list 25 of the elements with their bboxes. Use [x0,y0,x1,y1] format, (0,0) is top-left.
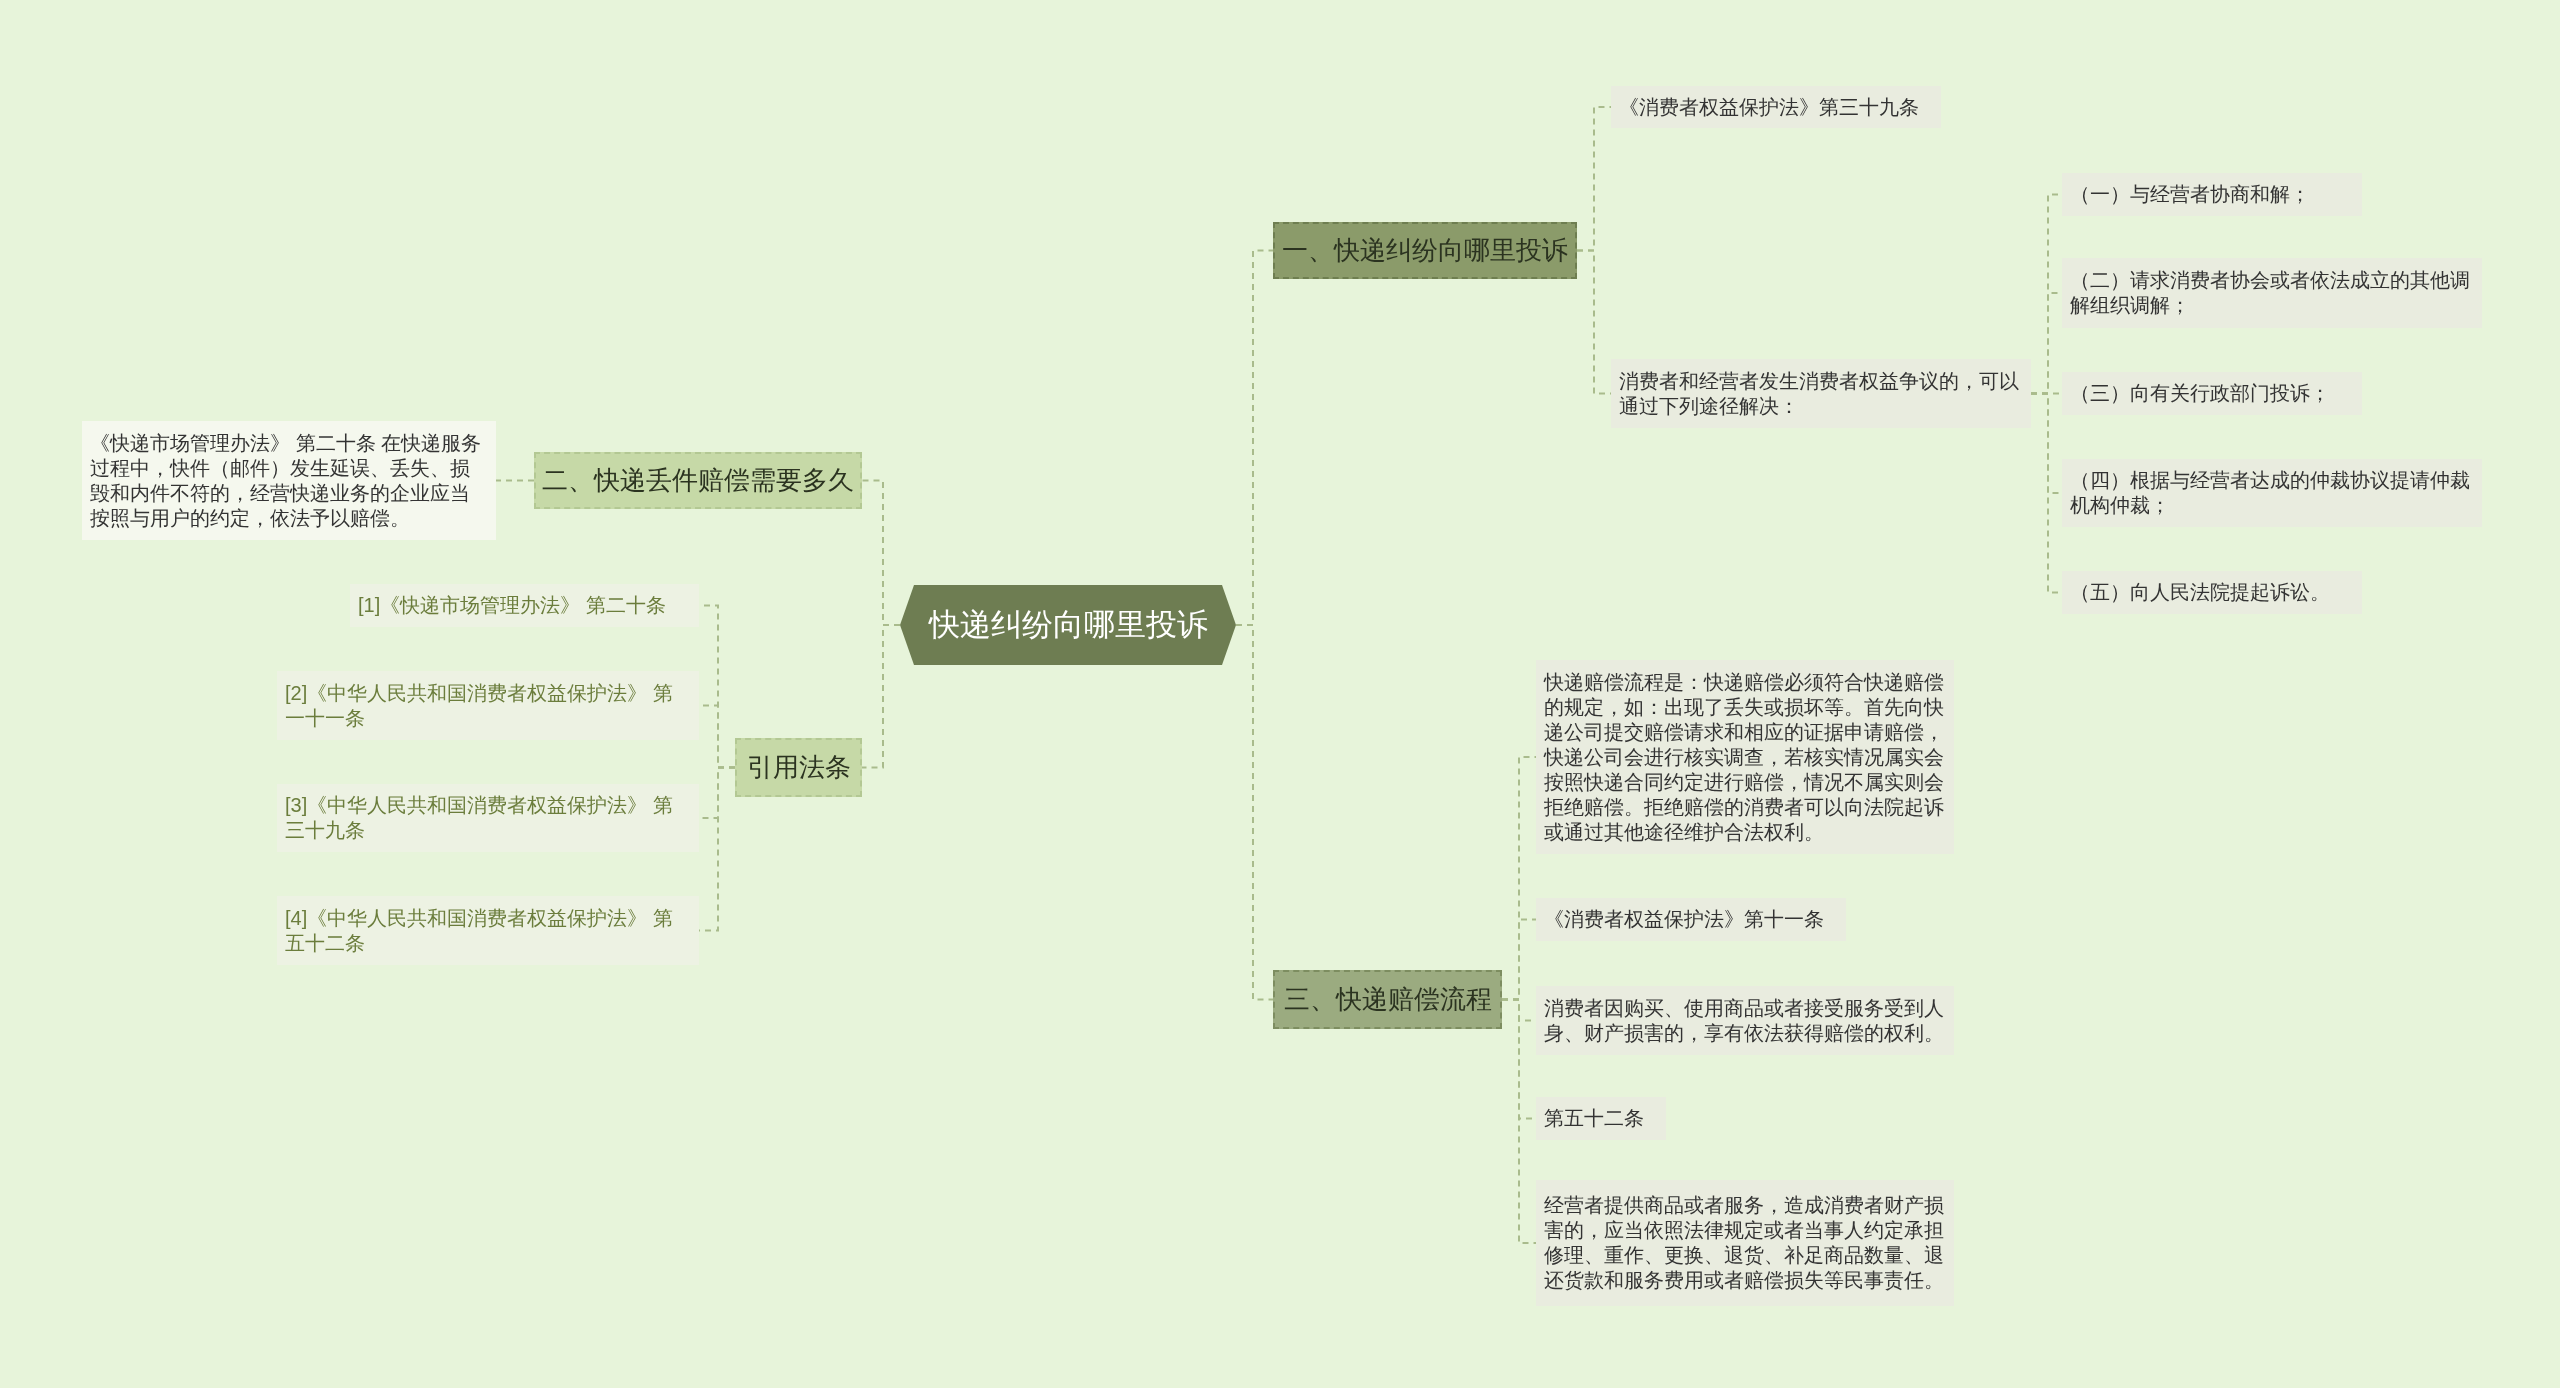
text-card: 消费者因购买、使用商品或者接受服务受到人身、财产损害的，享有依法获得赔偿的权利。 [1536,986,1954,1055]
text-card: （五）向人民法院提起诉讼。 [2062,571,2362,614]
text-card: 消费者和经营者发生消费者权益争议的，可以通过下列途径解决： [1611,359,2031,428]
text-card: 《消费者权益保护法》第十一条 [1536,898,1846,941]
text-card: （三）向有关行政部门投诉； [2062,372,2362,415]
citation-card: [1]《快递市场管理办法》 第二十条 [350,584,699,627]
citation-card: [4]《中华人民共和国消费者权益保护法》 第五十二条 [277,896,699,965]
connector-line [861,624,901,769]
branch-topic: 二、快递丢件赔偿需要多久 [534,452,862,509]
branch-topic: 三、快递赔偿流程 [1273,970,1502,1029]
central-topic: 快递纠纷向哪里投诉 [900,585,1236,665]
text-card: 《消费者权益保护法》第三十九条 [1611,86,1941,128]
text-card: 《快递市场管理办法》 第二十条 在快递服务过程中，快件（邮件）发生延误、丢失、损毁和内件不符的，经营快递业务的企业应当按照与用户的约定，依法予以赔偿。 [82,421,496,540]
citation-card: [3]《中华人民共和国消费者权益保护法》 第三十九条 [277,784,699,852]
branch-topic: 引用法条 [735,738,862,797]
connector-line [495,479,535,482]
text-card: （四）根据与经营者达成的仲裁协议提请仲裁机构仲裁； [2062,459,2482,527]
text-card: 经营者提供商品或者服务，造成消费者财产损害的，应当依照法律规定或者当事人约定承担修理、重作、更换、退货、补足商品数量、退还货款和服务费用或者赔偿损失等民事责任。 [1536,1180,1954,1306]
connector-line [1501,998,1537,1244]
text-card: 快递赔偿流程是：快递赔偿必须符合快递赔偿的规定，如：出现了丢失或损坏等。首先向快递公司提交赔偿请求和相应的证据申请赔偿，快递公司会进行核实调查，若核实情况属实会按照快递合同约定进行赔偿，情况不属实则会拒绝赔偿。拒绝赔偿的消费者可以向法院起诉或通过其他途径维护合法权利。 [1536,660,1954,854]
text-card: 第五十二条 [1536,1097,1666,1140]
citation-card: [2]《中华人民共和国消费者权益保护法》 第一十一条 [277,671,699,740]
text-card: （二）请求消费者协会或者依法成立的其他调解组织调解； [2062,258,2482,328]
text-card: （一）与经营者协商和解； [2062,173,2362,216]
branch-topic: 一、快递纠纷向哪里投诉 [1273,222,1577,279]
